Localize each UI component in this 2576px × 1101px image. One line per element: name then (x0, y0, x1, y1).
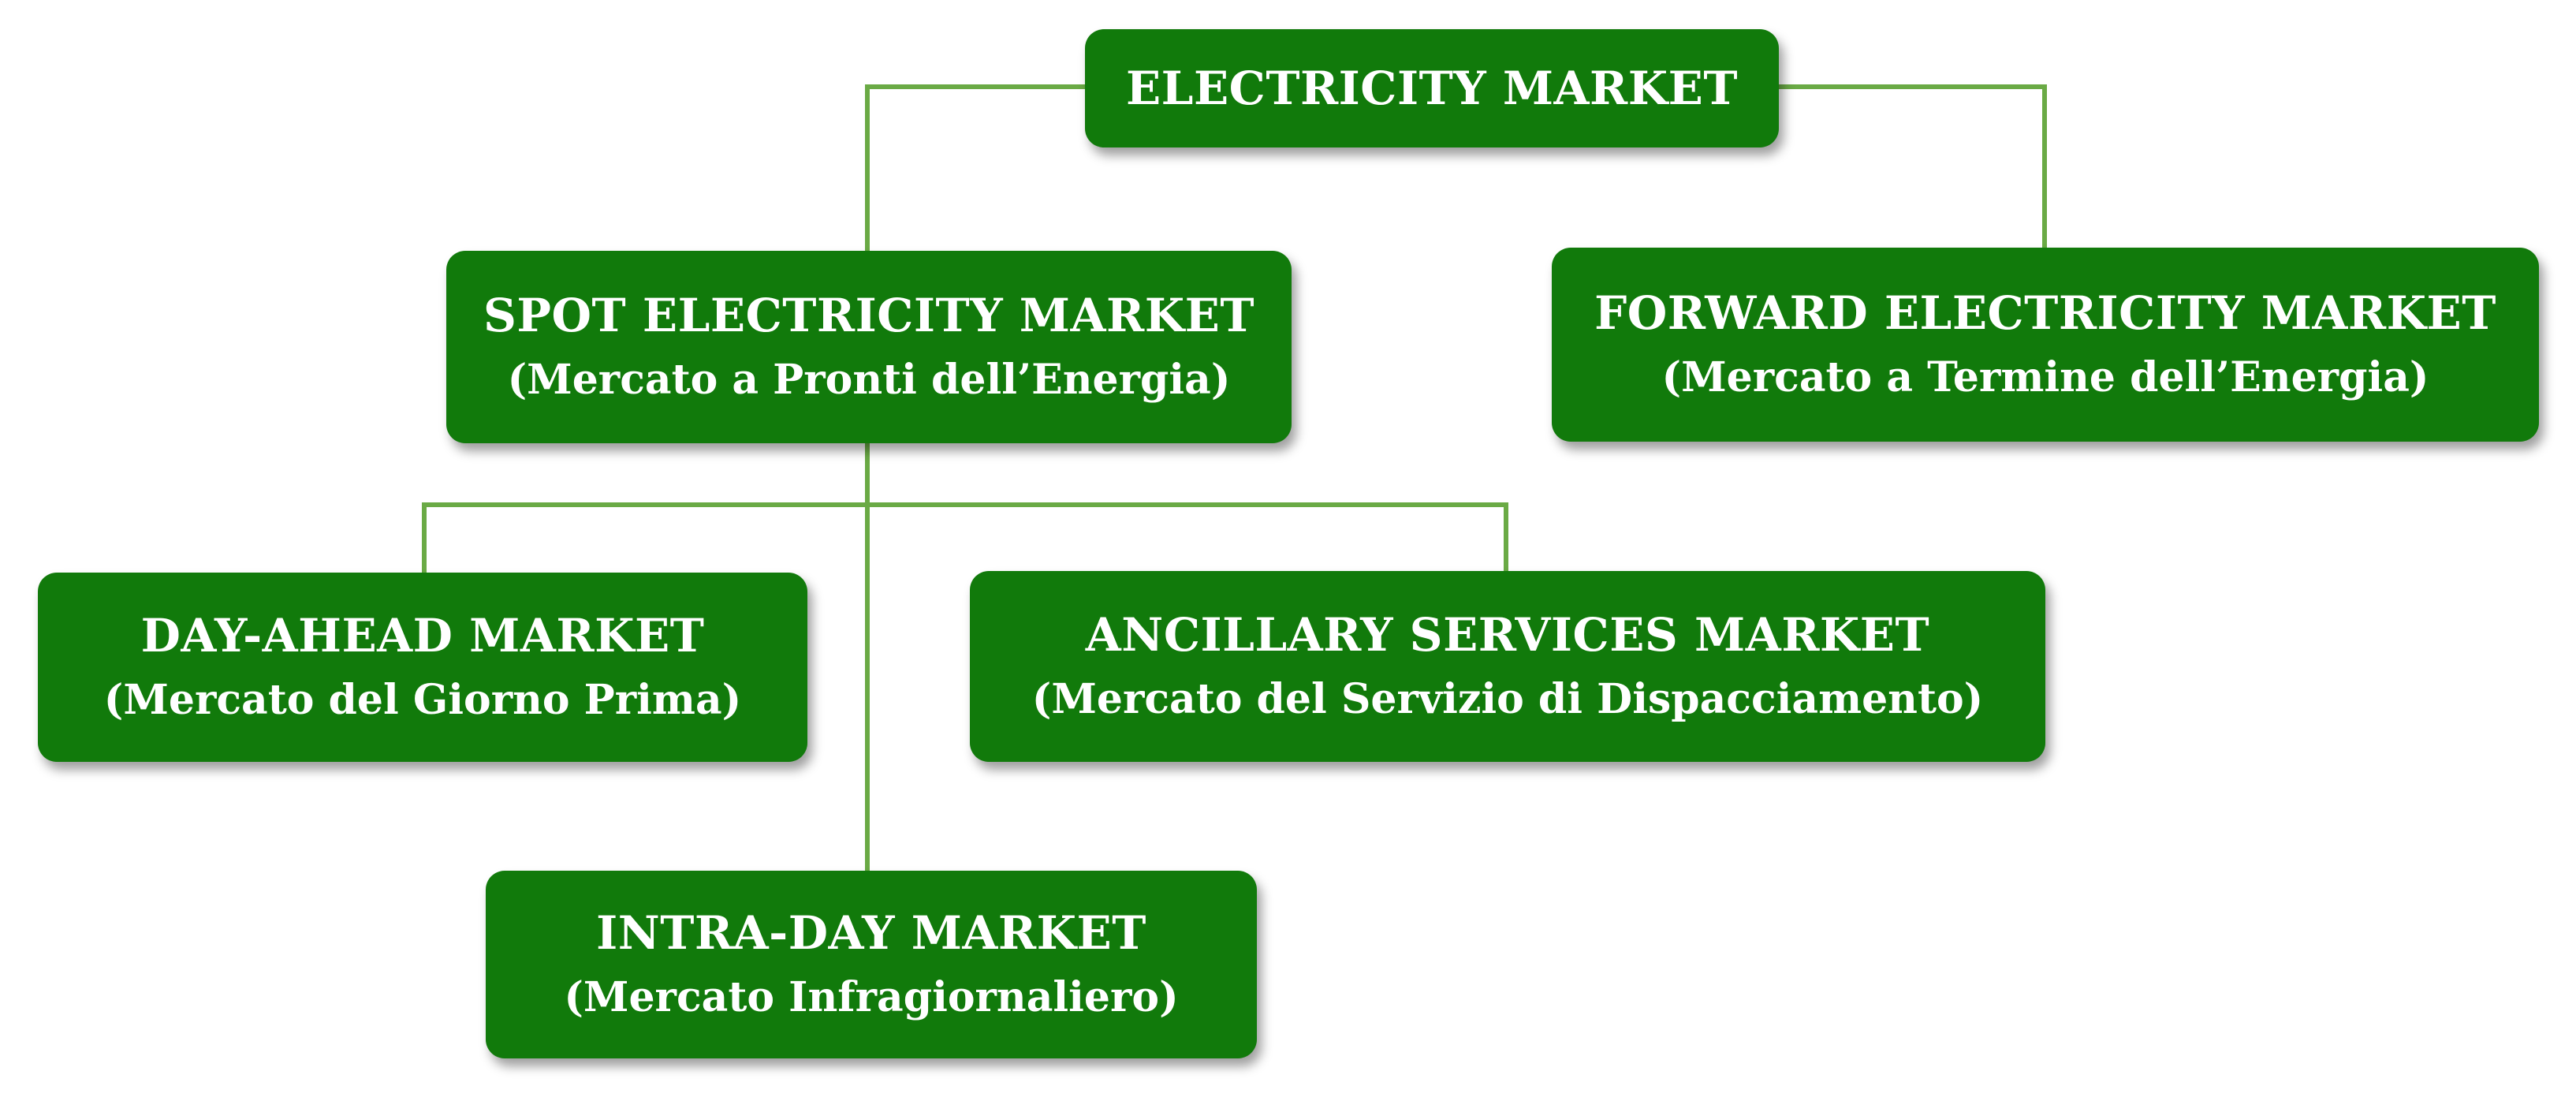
connector-spot-to-day-ahead (422, 502, 867, 573)
day-ahead-market-subtitle: (Mercato del Giorno Prima) (103, 676, 742, 724)
intra-day-market-subtitle: (Mercato Infragiornaliero) (564, 973, 1179, 1021)
intra-day-market-title: INTRA-DAY MARKET (596, 906, 1146, 960)
ancillary-market-title: ANCILLARY SERVICES MARKET (1085, 608, 1930, 662)
day-ahead-market-title: DAY-AHEAD MARKET (140, 609, 705, 662)
intra-day-market-node: INTRA-DAY MARKET (Mercato Infragiornalie… (486, 871, 1257, 1058)
ancillary-services-market-node: ANCILLARY SERVICES MARKET (Mercato del S… (970, 571, 2045, 762)
spot-electricity-market-node: SPOT ELECTRICITY MARKET (Mercato a Pront… (446, 251, 1292, 443)
forward-market-subtitle: (Mercato a Termine dell’Energia) (1661, 353, 2429, 401)
spot-market-title: SPOT ELECTRICITY MARKET (483, 289, 1254, 342)
connector-root-to-forward (1779, 84, 2047, 248)
day-ahead-market-node: DAY-AHEAD MARKET (Mercato del Giorno Pri… (38, 573, 807, 762)
connector-root-to-spot (865, 84, 1085, 251)
forward-market-title: FORWARD ELECTRICITY MARKET (1594, 286, 2496, 340)
spot-market-subtitle: (Mercato a Pronti dell’Energia) (507, 356, 1231, 404)
electricity-market-node: ELECTRICITY MARKET (1085, 29, 1779, 147)
electricity-market-title: ELECTRICITY MARKET (1125, 62, 1739, 115)
connector-spot-to-ancillary (867, 502, 1508, 571)
forward-electricity-market-node: FORWARD ELECTRICITY MARKET (Mercato a Te… (1552, 248, 2539, 442)
ancillary-market-subtitle: (Mercato del Servizio di Dispacciamento) (1031, 675, 1984, 723)
